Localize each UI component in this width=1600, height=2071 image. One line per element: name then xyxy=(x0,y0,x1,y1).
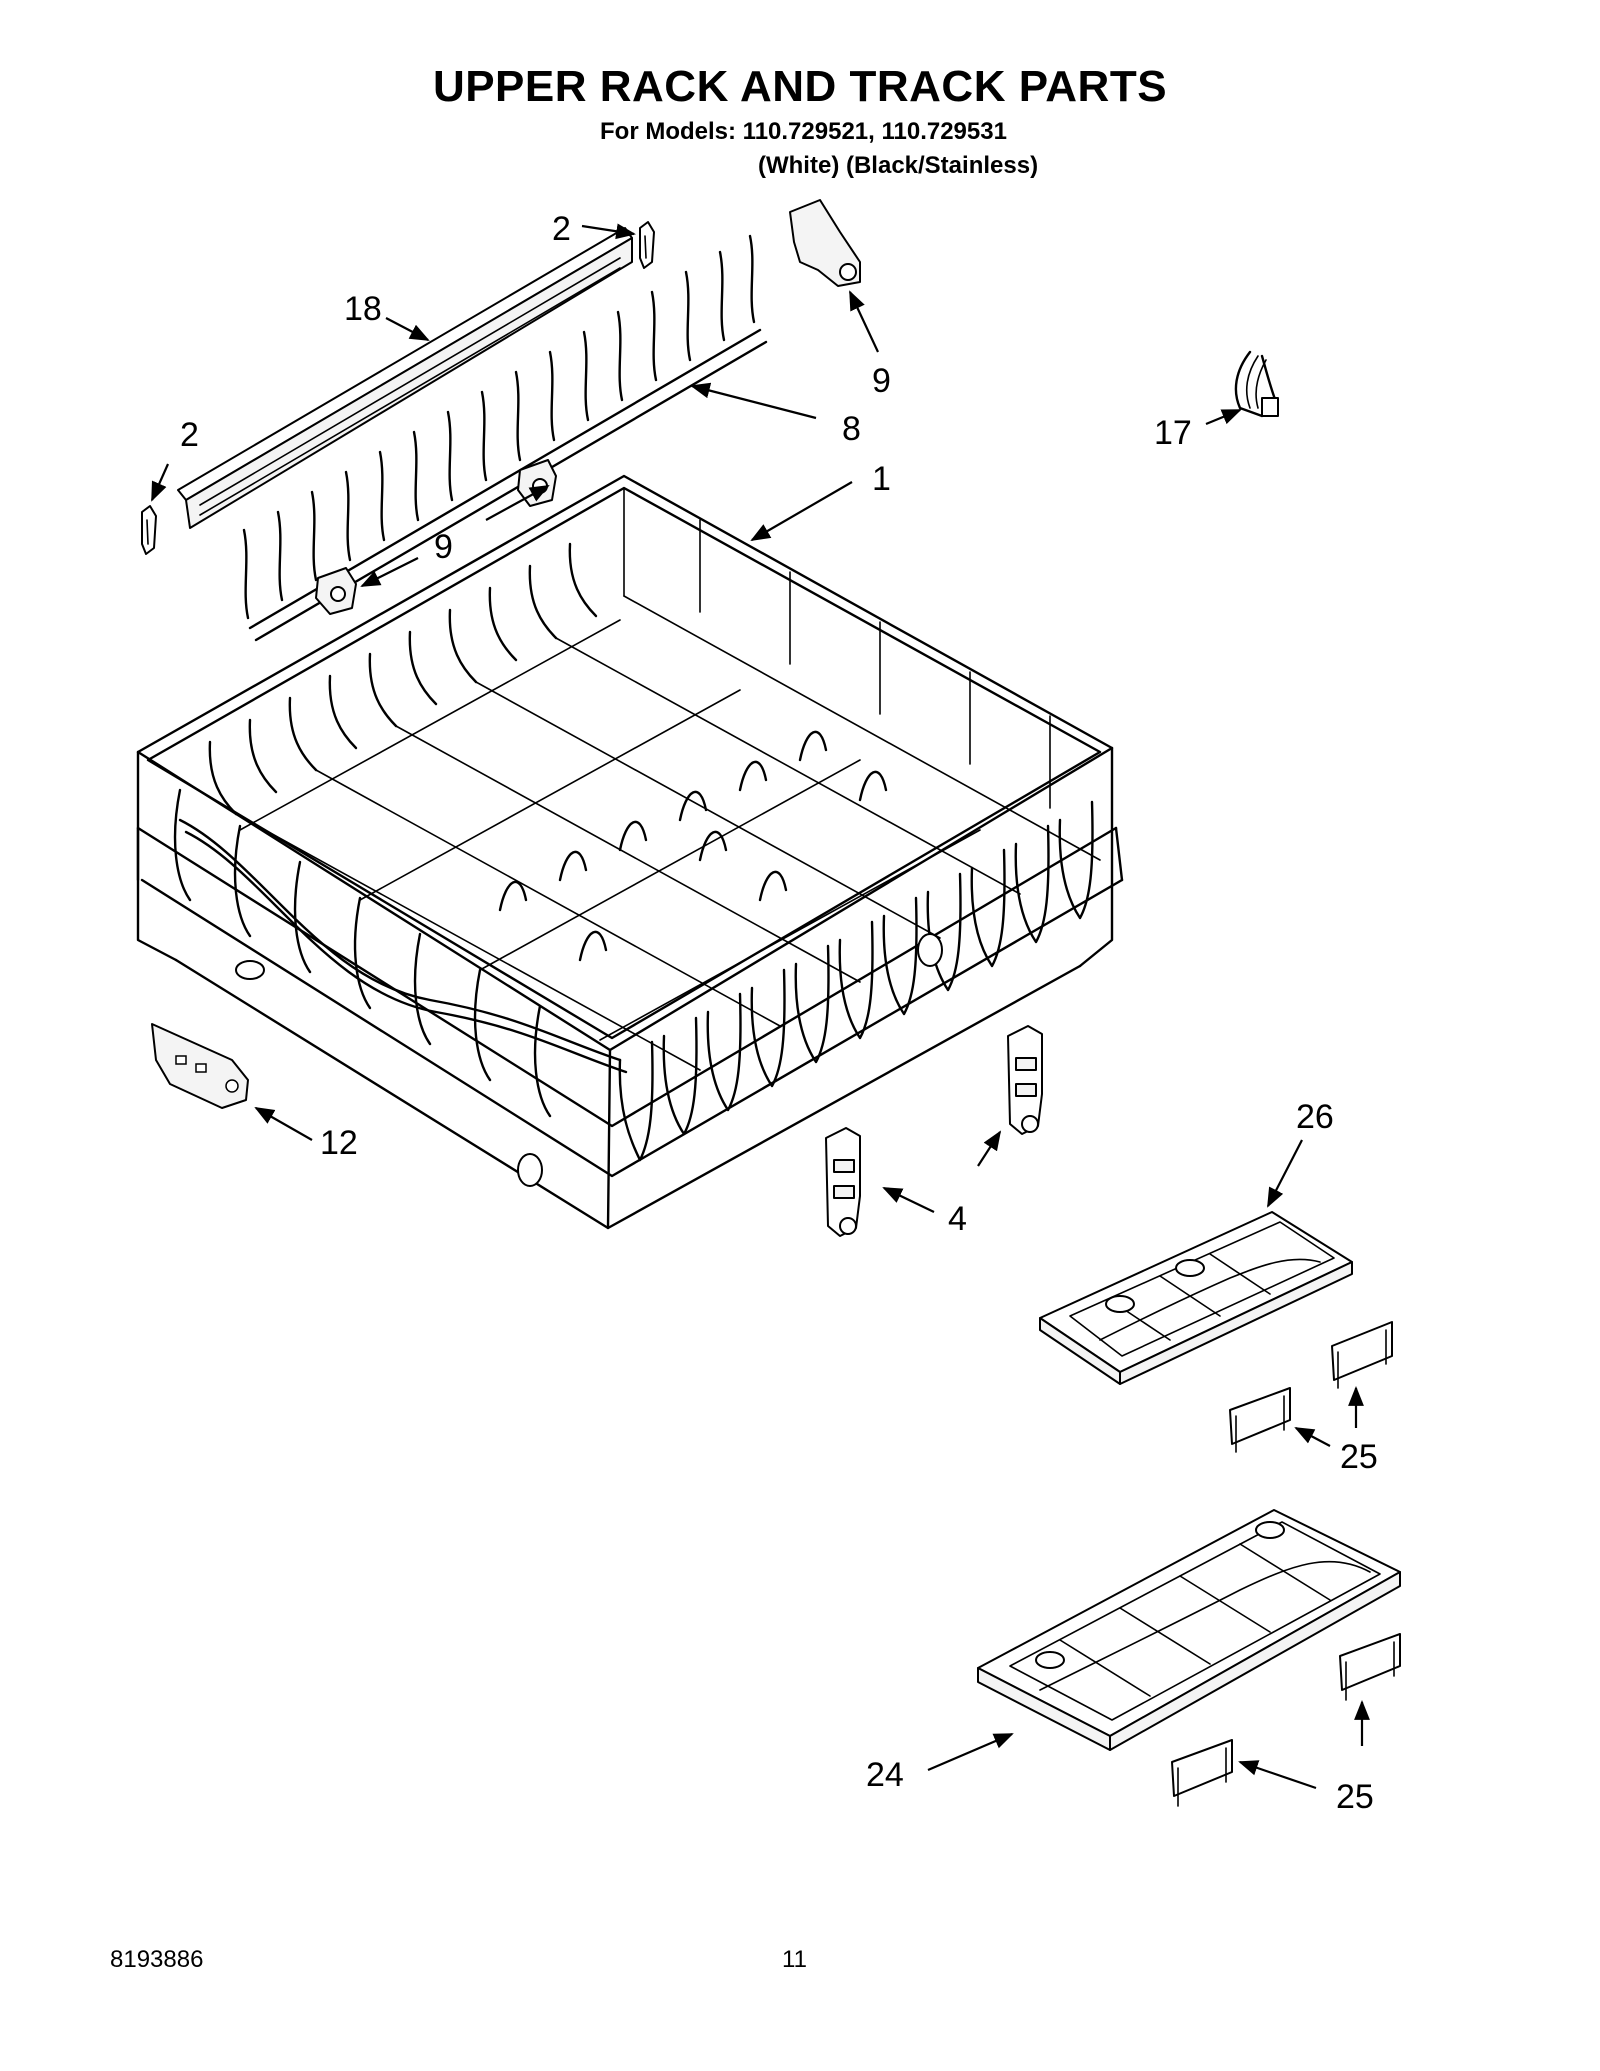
page-number: 11 xyxy=(782,1946,807,1973)
part-2-clip-left xyxy=(141,505,157,555)
part-12-stop xyxy=(151,1023,249,1109)
callout-18: 18 xyxy=(344,290,382,328)
callout-4: 4 xyxy=(948,1200,967,1238)
part-2-clip-top xyxy=(639,221,655,269)
callout-25-lower: 25 xyxy=(1336,1778,1374,1816)
callout-12: 12 xyxy=(320,1124,358,1162)
callout-9-top: 9 xyxy=(872,362,891,400)
callout-1: 1 xyxy=(872,460,891,498)
part-25-clip-upper-a xyxy=(1229,1387,1291,1453)
part-4-track-right xyxy=(1007,1025,1043,1135)
callout-8: 8 xyxy=(842,410,861,448)
callout-9-mid: 9 xyxy=(434,528,453,566)
part-26-shelf-tray xyxy=(1039,1211,1353,1385)
callout-2-top: 2 xyxy=(552,210,571,248)
models-line: For Models: 110.729521, 110.729531 xyxy=(600,118,1007,145)
callout-25-upper: 25 xyxy=(1340,1438,1378,1476)
callout-2-left: 2 xyxy=(180,416,199,454)
part-18-rail xyxy=(177,227,633,529)
callout-24: 24 xyxy=(866,1756,904,1794)
document-number: 8193886 xyxy=(110,1946,204,1973)
part-25-clip-lower-b xyxy=(1339,1633,1401,1701)
callout-26: 26 xyxy=(1296,1098,1334,1136)
part-9-hinge-top xyxy=(789,199,861,287)
variants-line: (White) (Black/Stainless) xyxy=(758,152,1039,179)
part-9-hinge-mid-b xyxy=(315,567,357,615)
part-25-clip-upper-b xyxy=(1331,1321,1393,1389)
part-25-clip-lower-a xyxy=(1171,1739,1233,1807)
part-1-rack-basket xyxy=(136,474,1124,1230)
part-17-clip xyxy=(1234,350,1279,418)
callout-labels: 2 18 9 8 2 17 1 9 12 26 4 25 24 25 xyxy=(180,210,1378,1816)
part-4-track-left xyxy=(825,1127,861,1237)
page-title: UPPER RACK AND TRACK PARTS xyxy=(432,62,1168,111)
callout-17: 17 xyxy=(1154,414,1192,452)
leader-lines xyxy=(150,223,1370,1790)
part-24-shelf-tray xyxy=(977,1509,1401,1751)
